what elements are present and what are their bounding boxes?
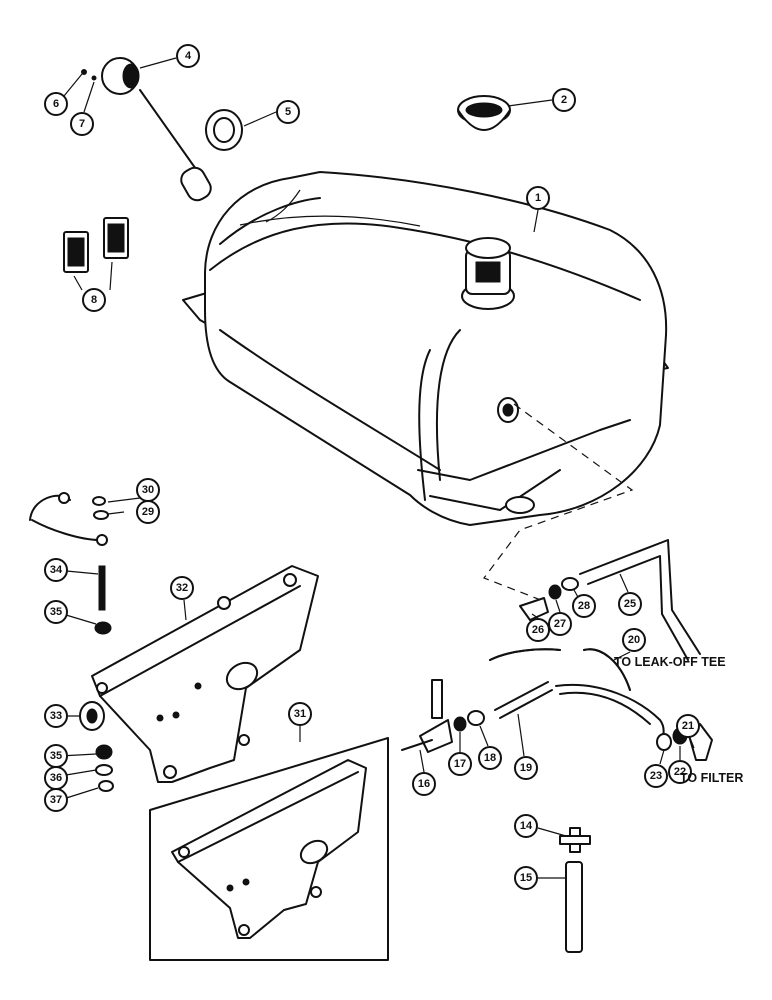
callout-17: 17 bbox=[448, 752, 472, 776]
svg-text:31: 31 bbox=[294, 708, 306, 720]
callout-30: 30 bbox=[136, 478, 160, 502]
pipe-sleeve bbox=[561, 577, 579, 591]
svg-text:30: 30 bbox=[142, 484, 154, 496]
svg-text:6: 6 bbox=[53, 98, 59, 110]
svg-text:15: 15 bbox=[520, 872, 532, 884]
svg-text:35: 35 bbox=[50, 750, 62, 762]
svg-text:21: 21 bbox=[682, 720, 694, 732]
fuel-cap bbox=[457, 95, 511, 131]
callout-19: 19 bbox=[514, 756, 538, 780]
fuel-tank bbox=[182, 171, 669, 526]
spacer bbox=[79, 701, 105, 731]
callout-25: 25 bbox=[618, 592, 642, 616]
pipe-nut bbox=[548, 584, 562, 600]
sending-unit-gasket bbox=[205, 109, 243, 151]
svg-text:8: 8 bbox=[91, 294, 97, 306]
svg-text:17: 17 bbox=[454, 758, 466, 770]
tee-nut bbox=[453, 716, 467, 732]
callout-15: 15 bbox=[514, 866, 538, 890]
ground-strap bbox=[29, 492, 109, 546]
callout-31: 31 bbox=[288, 702, 312, 726]
svg-text:29: 29 bbox=[142, 506, 154, 518]
callout-35-lower: 35 bbox=[44, 744, 68, 768]
callout-37: 37 bbox=[44, 788, 68, 812]
svg-text:32: 32 bbox=[176, 582, 188, 594]
flat-washer bbox=[95, 764, 113, 776]
mounting-nut-upper bbox=[94, 621, 112, 635]
callout-14: 14 bbox=[514, 814, 538, 838]
callout-5: 5 bbox=[276, 100, 300, 124]
callout-1: 1 bbox=[526, 186, 550, 210]
note-to-filter: TO FILTER bbox=[680, 771, 743, 785]
svg-text:7: 7 bbox=[79, 118, 85, 130]
svg-text:23: 23 bbox=[650, 770, 662, 782]
svg-text:34: 34 bbox=[50, 564, 63, 576]
screw-and-lockwasher bbox=[81, 69, 97, 81]
mounting-bolt bbox=[98, 565, 106, 611]
callout-4: 4 bbox=[176, 44, 200, 68]
alternate-bracket-inset bbox=[149, 737, 389, 961]
insulator-pads bbox=[63, 217, 129, 273]
callout-22: 22 bbox=[668, 760, 692, 784]
callout-7: 7 bbox=[70, 112, 94, 136]
callout-20: 20 bbox=[622, 628, 646, 652]
callout-26: 26 bbox=[526, 618, 550, 642]
svg-text:4: 4 bbox=[185, 50, 192, 62]
svg-text:1: 1 bbox=[535, 192, 541, 204]
callout-21: 21 bbox=[676, 714, 700, 738]
note-to-leak-off-tee: TO LEAK-OFF TEE bbox=[614, 655, 726, 669]
callout-16: 16 bbox=[412, 772, 436, 796]
callout-35-upper: 35 bbox=[44, 600, 68, 624]
svg-text:22: 22 bbox=[674, 766, 686, 778]
support-bracket-left bbox=[91, 565, 319, 783]
svg-text:28: 28 bbox=[578, 600, 590, 612]
svg-text:18: 18 bbox=[484, 752, 496, 764]
callout-28: 28 bbox=[572, 594, 596, 618]
callout-36: 36 bbox=[44, 766, 68, 790]
fuel-gauge-sending-unit bbox=[101, 57, 212, 202]
callout-2: 2 bbox=[552, 88, 576, 112]
callout-6: 6 bbox=[44, 92, 68, 116]
callout-8: 8 bbox=[82, 288, 106, 312]
svg-text:27: 27 bbox=[554, 618, 566, 630]
svg-text:2: 2 bbox=[561, 94, 567, 106]
drain-hose bbox=[565, 861, 583, 953]
callout-18: 18 bbox=[478, 746, 502, 770]
callout-27: 27 bbox=[548, 612, 572, 636]
svg-text:37: 37 bbox=[50, 794, 62, 806]
svg-text:19: 19 bbox=[520, 762, 532, 774]
drain-cock bbox=[559, 827, 591, 853]
svg-text:36: 36 bbox=[50, 772, 62, 784]
callout-29: 29 bbox=[136, 500, 160, 524]
callout-34: 34 bbox=[44, 558, 68, 582]
svg-text:33: 33 bbox=[50, 710, 62, 722]
svg-text:14: 14 bbox=[520, 820, 533, 832]
tee-sleeve bbox=[467, 710, 485, 726]
svg-text:5: 5 bbox=[285, 106, 291, 118]
callout-32: 32 bbox=[170, 576, 194, 600]
callout-33: 33 bbox=[44, 704, 68, 728]
leak-off-pipe bbox=[579, 539, 701, 661]
svg-text:20: 20 bbox=[628, 634, 640, 646]
pipe-elbow bbox=[519, 597, 549, 621]
fuel-line bbox=[494, 681, 665, 745]
svg-text:26: 26 bbox=[532, 624, 544, 636]
lock-nut bbox=[98, 780, 114, 792]
callout-23: 23 bbox=[644, 764, 668, 788]
flexible-hoses bbox=[489, 648, 631, 691]
hose-sleeve bbox=[656, 733, 672, 751]
mounting-nut-lower bbox=[95, 744, 113, 760]
svg-text:35: 35 bbox=[50, 606, 62, 618]
shutoff-tee bbox=[401, 679, 453, 753]
svg-text:16: 16 bbox=[418, 778, 430, 790]
svg-text:25: 25 bbox=[624, 598, 636, 610]
